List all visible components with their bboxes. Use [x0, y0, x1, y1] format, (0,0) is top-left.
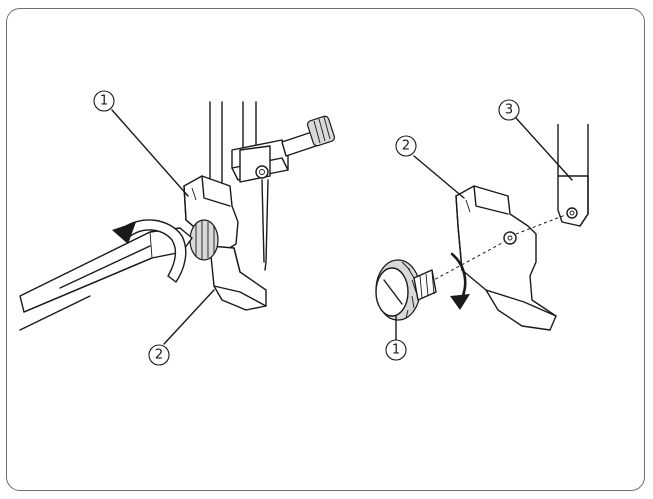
- leader-right-2: [413, 155, 465, 199]
- callout-left-2: 2: [148, 344, 170, 366]
- illustration-frame: [6, 8, 645, 491]
- needle-bar: [242, 101, 257, 151]
- rotation-arrow-left: [112, 219, 187, 283]
- right-thumb-screw: [375, 259, 437, 321]
- leader-right-3: [515, 117, 573, 181]
- leader-left-1: [111, 109, 189, 197]
- callout-right-1: 1: [385, 339, 407, 361]
- rotation-arrow-right: [450, 252, 470, 310]
- alignment-line: [429, 213, 569, 283]
- callout-right-2-label: 2: [402, 139, 410, 154]
- screwdriver: [19, 227, 193, 331]
- needle: [261, 179, 269, 271]
- right-assembly: [375, 117, 589, 341]
- leader-left-2: [163, 289, 215, 345]
- needle-clamp: [231, 115, 336, 183]
- callout-right-2: 2: [395, 135, 417, 157]
- left-thumb-screw: [189, 219, 219, 261]
- callout-left-1: 1: [93, 90, 115, 112]
- callout-right-3-label: 3: [505, 103, 513, 118]
- callout-right-1-label: 1: [392, 343, 400, 358]
- callout-left-2-label: 2: [155, 348, 163, 363]
- left-foot-sole: [209, 245, 267, 311]
- callout-left-1-label: 1: [100, 94, 108, 109]
- right-presser-bar: [557, 124, 589, 227]
- right-foot: [455, 185, 557, 331]
- callout-right-3: 3: [498, 99, 520, 121]
- left-assembly: [19, 101, 336, 345]
